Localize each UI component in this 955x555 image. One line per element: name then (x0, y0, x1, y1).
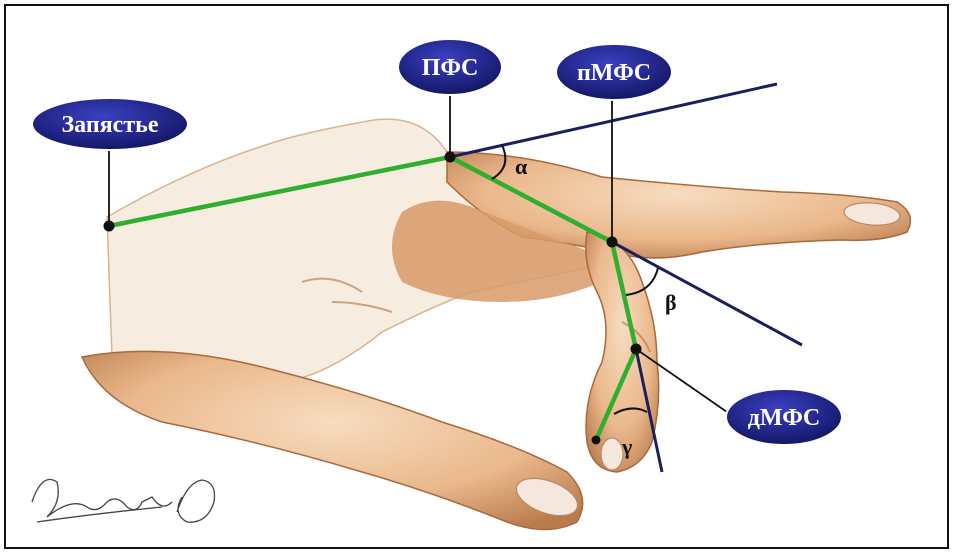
artist-signature (32, 480, 215, 523)
hand-angle-diagram: α β γ Запястье ПФС пМФС дМФС (6, 6, 949, 549)
angle-beta: β (665, 290, 677, 315)
label-dmfs-text: дМФС (748, 405, 820, 431)
label-dmfs: дМФС (726, 389, 842, 445)
label-wrist: Запястье (32, 98, 188, 150)
label-pfs: ПФС (398, 39, 502, 95)
angle-alpha: α (515, 154, 528, 179)
label-pmfs: пМФС (556, 44, 672, 100)
label-pmfs-text: пМФС (577, 60, 651, 86)
bent-finger-nail (601, 438, 623, 470)
figure-frame: α β γ Запястье ПФС пМФС дМФС (4, 4, 949, 549)
angle-gamma: γ (621, 434, 632, 459)
label-pfs-text: ПФС (422, 55, 479, 81)
label-wrist-text: Запястье (62, 112, 159, 138)
joint-tip (592, 436, 601, 445)
